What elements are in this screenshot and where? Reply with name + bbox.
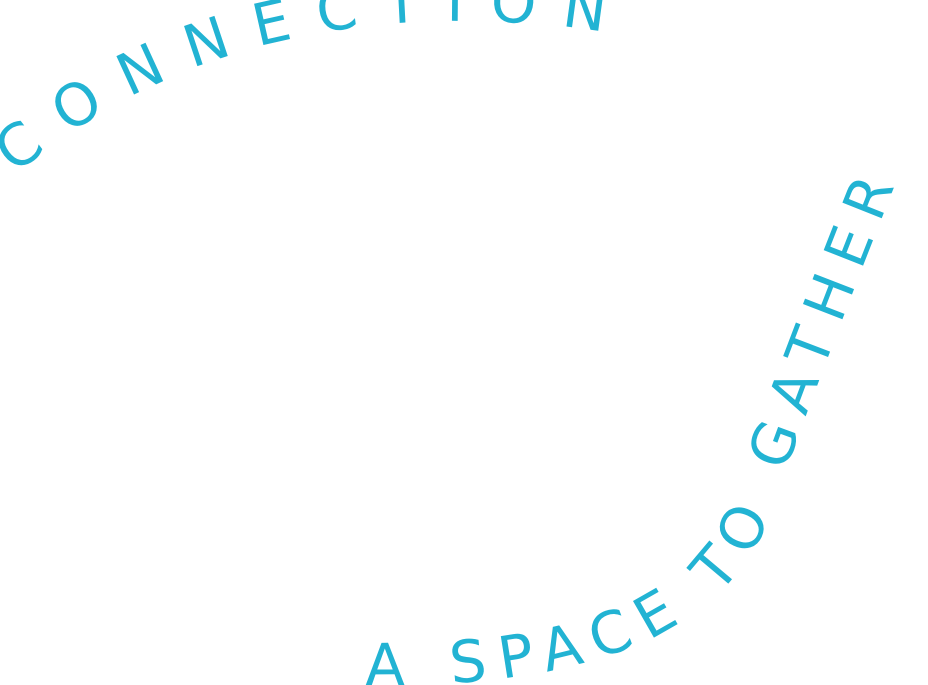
connection-text-path: CONNECTION bbox=[0, 0, 611, 185]
connection-text: CONNECTION bbox=[0, 0, 637, 185]
space-to-gather-text-path: A SPACE TO GATHER bbox=[365, 153, 899, 685]
space-to-gather-text: A SPACE TO GATHER bbox=[365, 153, 913, 685]
